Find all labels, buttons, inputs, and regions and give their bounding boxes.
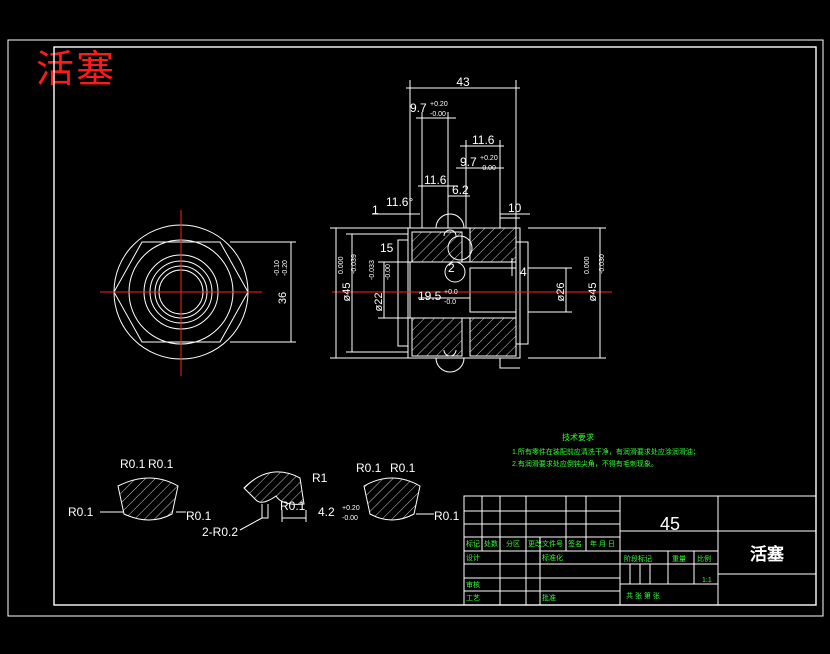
tb-ratio: 比例 (697, 554, 711, 563)
notes-line-1: 1.所有零件在装配前应清洗干净，有润滑要求处应涂润滑油； (512, 447, 700, 456)
dim-9-7-b: 9.7 (460, 155, 477, 169)
dim-22-dn: -0.00 (385, 264, 392, 280)
dim-4: 4 (520, 265, 527, 279)
dim-19-5-dn: -0.0 (444, 299, 456, 306)
dim-36: 36 (277, 292, 289, 304)
section-view (330, 80, 612, 373)
dim-22-up: -0.033 (369, 260, 376, 280)
tb-craft: 工艺 (466, 594, 480, 602)
dim-9-7-a-dn: -0.00 (430, 111, 446, 118)
dim-11-6-b: 11.6 (424, 173, 447, 187)
tb-count: 处数 (484, 539, 498, 548)
title-block (463, 495, 817, 606)
notes-line-2: 2.有润滑要求处应倒钝尖角，不得有毛刺现象。 (512, 459, 658, 468)
outer-frame (7, 39, 824, 617)
dim-angle-11-6: 11.6° (386, 195, 413, 209)
detail-b-dim: 4.2 (318, 505, 335, 519)
detail-c-r2: R0.1 (390, 461, 416, 475)
inner-frame (53, 46, 817, 606)
dim-10: 10 (508, 201, 522, 215)
tb-mark: 标记 (466, 539, 480, 548)
dim-45-b-dn: -0.030 (599, 254, 606, 274)
detail-views (100, 471, 434, 531)
dim-45-b-up: 0.000 (584, 256, 591, 274)
tb-change-doc: 更改文件号 (528, 539, 563, 548)
dim-45-b: ø45 (587, 283, 599, 302)
tb-sign: 签名 (568, 539, 582, 548)
dim-26: ø26 (555, 283, 567, 302)
tb-design: 设计 (466, 553, 480, 562)
detail-b-r1: R1 (312, 471, 328, 485)
dim-19-5: 19.5 (418, 289, 442, 303)
tb-date: 年 月 日 (590, 539, 615, 548)
detail-a-r4: R0.1 (186, 509, 212, 523)
notes-heading: 技术要求 (562, 432, 594, 442)
part-name: 活塞 (750, 544, 785, 564)
part-title-stamp: 活塞 (36, 47, 117, 91)
dim-45-a: ø45 (341, 283, 353, 302)
dim-19-5-up: +0.0 (444, 289, 458, 296)
detail-c-r3: R0.1 (434, 509, 460, 523)
tb-approve: 批准 (542, 593, 556, 602)
tb-zone: 分区 (506, 539, 520, 548)
dim-9-7-a-up: +0.20 (430, 101, 448, 108)
dim-36-tol-dn: -0.20 (282, 260, 289, 276)
dim-2: 2 (448, 261, 455, 275)
dim-6-2: 6.2 (452, 183, 469, 197)
dim-36-tol-up: -0.10 (274, 260, 281, 276)
title-block-labels: 标记 处数 分区 更改文件号 签名 年 月 日 设计 标准化 阶段标记 重量 比… (466, 539, 711, 602)
tb-sheets: 共 张 第 张 (626, 591, 660, 600)
dim-9-7-b-dn: -0.00 (480, 165, 496, 172)
detail-b-r2: R0.1 (280, 499, 306, 513)
scale: 1:1 (702, 577, 712, 584)
dim-22: ø22 (373, 293, 385, 312)
end-view (100, 210, 296, 376)
dim-45-a-up: 0.000 (338, 256, 345, 274)
tb-check: 审核 (466, 580, 480, 589)
dim-45-a-dn: -0.039 (351, 254, 358, 274)
detail-b-dim-dn: -0.00 (342, 515, 358, 522)
tb-stage: 阶段标记 (624, 554, 652, 563)
dim-9-7-b-up: +0.20 (480, 155, 498, 162)
dim-1: 1 (372, 203, 379, 217)
dim-15: 15 (380, 241, 394, 255)
dim-11-6-a: 11.6 (472, 133, 495, 147)
detail-a-r3: R0.1 (68, 505, 94, 519)
dim-43: 43 (456, 75, 470, 89)
detail-c-r1: R0.1 (356, 461, 382, 475)
dim-9-7-a: 9.7 (410, 101, 427, 115)
tb-weight: 重量 (672, 555, 686, 563)
detail-a-r1: R0.1 (120, 457, 146, 471)
material: 45 (660, 514, 680, 534)
tb-standardize: 标准化 (542, 553, 563, 562)
detail-b-dim-up: +0.20 (342, 505, 360, 512)
detail-b-r3: 2-R0.2 (202, 525, 238, 539)
detail-a-r2: R0.1 (148, 457, 174, 471)
